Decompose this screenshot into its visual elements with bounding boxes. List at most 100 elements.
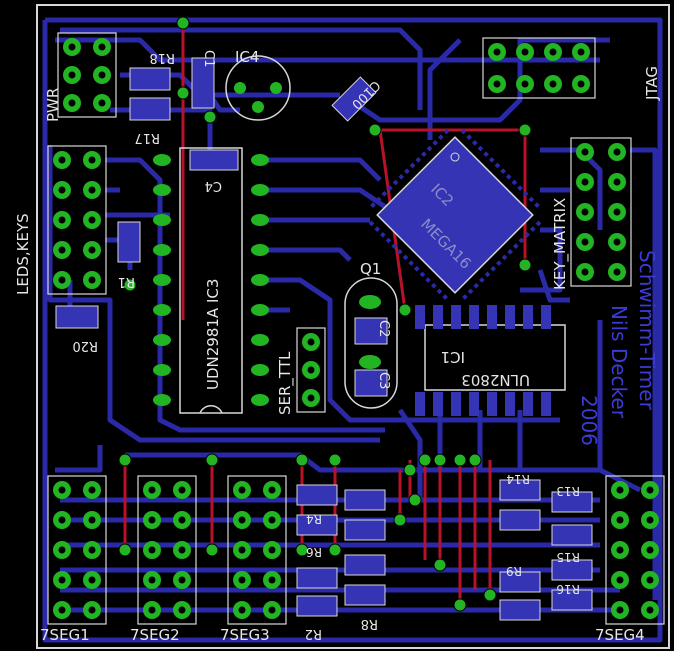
label-r2: R2 (305, 626, 322, 641)
header-pad-hole (613, 208, 621, 216)
header-pad-hole (58, 606, 66, 614)
header-jtag (482, 37, 596, 99)
header-pad-hole (88, 156, 96, 164)
header-7seg2 (137, 475, 197, 625)
header-pad-hole (549, 80, 557, 88)
header-7seg1 (47, 475, 107, 625)
header-pad-hole (307, 394, 315, 402)
label-ic1: IC1 (441, 348, 465, 366)
header-pad-hole (238, 576, 246, 584)
header-leds-keys (47, 145, 107, 295)
header-pad-hole (58, 576, 66, 584)
label-q1: Q1 (360, 260, 381, 278)
header-pad-hole (577, 80, 585, 88)
header-pad-hole (238, 486, 246, 494)
header-pad-hole (581, 178, 589, 186)
header-pad-hole (581, 208, 589, 216)
header-pad-hole (549, 48, 557, 56)
ic2-footprint (368, 128, 542, 302)
header-pad-hole (493, 80, 501, 88)
header-pad-hole (577, 48, 585, 56)
header-pad-hole (58, 276, 66, 284)
header-pad-hole (68, 43, 76, 51)
header-pad-hole (646, 516, 654, 524)
header-pad-hole (581, 238, 589, 246)
header-pad-hole (68, 99, 76, 107)
header-pad-hole (307, 366, 315, 374)
label-r20: R20 (72, 338, 98, 353)
label-r14: R14 (506, 472, 530, 486)
header-pad-hole (148, 486, 156, 494)
label-c4: C4 (205, 178, 222, 193)
label-r8: R8 (361, 616, 378, 631)
header-pad-hole (88, 276, 96, 284)
ic1-footprint (415, 305, 566, 416)
label-r9: R9 (506, 564, 522, 578)
ic3-footprint (153, 147, 269, 414)
header-pad-hole (58, 186, 66, 194)
header-pad-hole (616, 516, 624, 524)
header-pad-hole (646, 606, 654, 614)
header-pad-hole (616, 486, 624, 494)
header-pwr (57, 32, 117, 118)
ic4-regulator (225, 55, 291, 121)
header-pad-hole (613, 178, 621, 186)
label-ser-ttl: SER_TTL (276, 351, 295, 415)
header-pad-hole (178, 516, 186, 524)
label-ic1-part: ULN2803 (461, 371, 530, 389)
header-ser-ttl (296, 327, 326, 413)
credit-text: Schwimm-Timer Nils Decker 2006 (577, 250, 659, 446)
label-author: Nils Decker (607, 305, 631, 419)
header-pad-hole (307, 338, 315, 346)
header-pad-hole (178, 486, 186, 494)
header-pad-hole (148, 546, 156, 554)
header-pad-hole (613, 148, 621, 156)
header-pad-hole (238, 606, 246, 614)
header-pad-hole (646, 486, 654, 494)
header-pad-hole (88, 486, 96, 494)
smd-parts (55, 57, 593, 621)
header-pad-hole (268, 576, 276, 584)
header-pad-hole (88, 216, 96, 224)
label-r1: R1 (118, 274, 135, 289)
label-ic3: UDN2981A IC3 (204, 279, 222, 390)
label-project: Schwimm-Timer (635, 250, 659, 411)
header-pad-hole (646, 576, 654, 584)
header-pad-hole (268, 546, 276, 554)
header-pad-hole (68, 71, 76, 79)
label-ic4: IC4 (235, 48, 259, 66)
label-r18: R18 (149, 50, 175, 65)
header-7seg4 (605, 475, 665, 625)
header-pad-hole (98, 43, 106, 51)
header-pad-hole (148, 516, 156, 524)
header-pad-hole (268, 516, 276, 524)
label-r17: R17 (134, 130, 160, 145)
pin-headers (47, 32, 665, 625)
header-pad-hole (493, 48, 501, 56)
header-pad-hole (58, 516, 66, 524)
header-pad-hole (581, 268, 589, 276)
header-pad-hole (88, 246, 96, 254)
header-pad-hole (98, 99, 106, 107)
label-r16: R16 (556, 582, 580, 596)
label-c2: C2 (376, 320, 391, 337)
header-pad-hole (521, 80, 529, 88)
header-pad-hole (58, 486, 66, 494)
header-pad-hole (88, 606, 96, 614)
header-pad-hole (613, 238, 621, 246)
label-leds-keys: LEDS,KEYS (14, 213, 32, 295)
label-7seg2: 7SEG2 (130, 626, 180, 644)
label-c3: C3 (376, 372, 391, 389)
label-pwr: PWR (44, 88, 62, 122)
header-pad-hole (238, 546, 246, 554)
header-pad-hole (88, 516, 96, 524)
board-outline (36, 4, 670, 649)
label-7seg1: 7SEG1 (40, 626, 90, 644)
header-7seg3 (227, 475, 287, 625)
header-pad-hole (616, 576, 624, 584)
label-r6: R6 (306, 545, 322, 559)
label-c1: C1 (201, 50, 216, 67)
header-pad-hole (268, 606, 276, 614)
header-pad-hole (58, 156, 66, 164)
header-pad-hole (58, 546, 66, 554)
